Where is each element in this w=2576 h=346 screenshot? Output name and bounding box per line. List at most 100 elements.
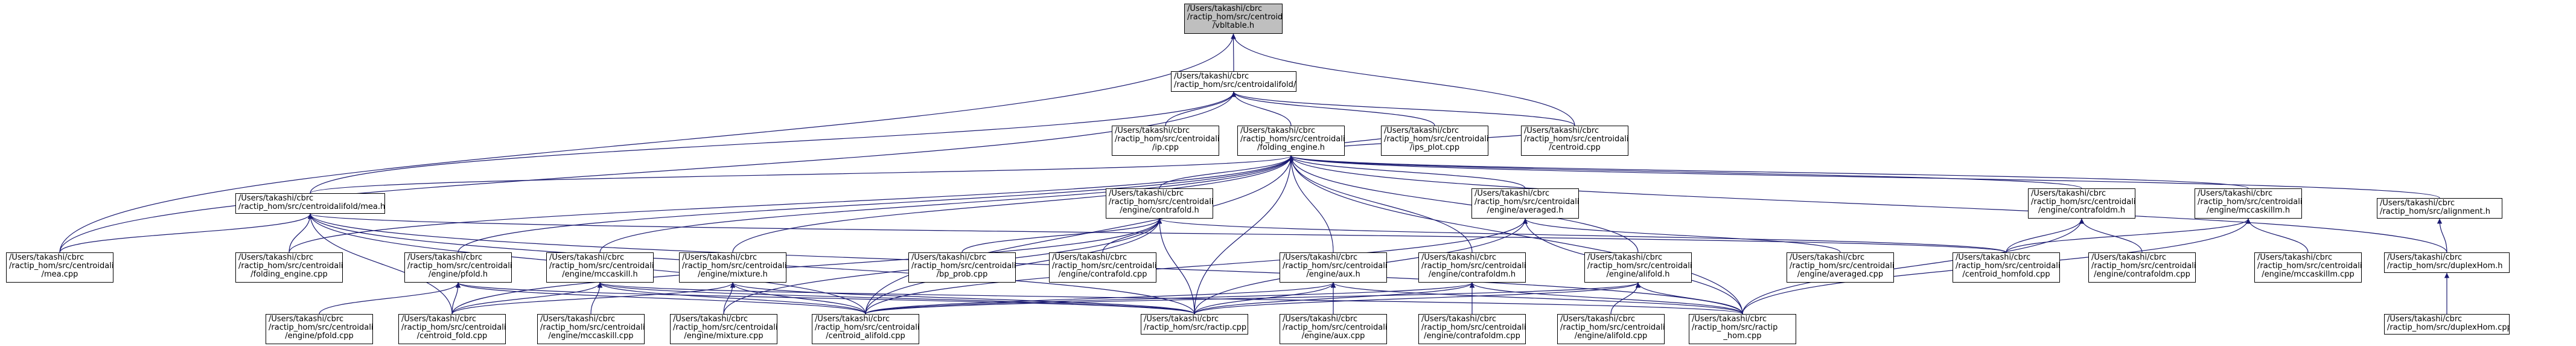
graph-node-cfmcpp2[interactable]: /Users/takashi/cbrc/ractip_hom/src/centr… [1418, 314, 1526, 344]
node-label-line: /Users/takashi/cbrc [1283, 315, 1358, 324]
graph-node-cfcpp[interactable]: /Users/takashi/cbrc/ractip_hom/src/centr… [1049, 252, 1156, 283]
graph-node-fecpp[interactable]: /Users/takashi/cbrc/ractip_hom/src/centr… [235, 252, 343, 283]
dependency-edge [59, 33, 1236, 253]
dependency-edge [451, 282, 461, 315]
graph-node-auxcpp[interactable]: /Users/takashi/cbrc/ractip_hom/src/centr… [1280, 314, 1387, 344]
dependency-edge [1231, 91, 1435, 126]
node-label-line: /ractip_hom/src/centroidalifold/ip.h [1174, 80, 1296, 89]
node-label-line: /engine/alifold.cpp [1574, 332, 1648, 341]
dependency-edge [1159, 155, 1294, 189]
dependency-edge [597, 282, 866, 315]
graph-node-ractip[interactable]: /Users/takashi/cbrc/ractip_hom/src/racti… [1141, 314, 1248, 335]
graph-node-aux[interactable]: /Users/takashi/cbrc/ractip_hom/src/centr… [1280, 252, 1387, 283]
node-label-line: /engine/averaged.h [1487, 206, 1564, 215]
graph-node-mixcpp[interactable]: /Users/takashi/cbrc/ractip_hom/src/centr… [670, 314, 777, 344]
dependency-edge [1165, 91, 1237, 126]
dependency-edge [1288, 155, 1743, 315]
dependency-edge [1469, 282, 1743, 315]
node-label-line: /ractip_hom/src/centroidalifold [1421, 261, 1526, 271]
node-label-line: /Users/takashi/cbrc [1283, 253, 1358, 262]
node-label-line: /Users/takashi/cbrc [2387, 253, 2463, 262]
node-label-line: /folding_engine.h [1257, 143, 1325, 152]
dependency-edge [2079, 218, 2143, 253]
graph-node-alignment[interactable]: /Users/takashi/cbrc/ractip_hom/src/align… [2377, 198, 2502, 219]
graph-node-duplexcpp[interactable]: /Users/takashi/cbrc/ractip_hom/src/duple… [2384, 314, 2510, 335]
node-label-line: /ractip_hom/src/centroidalifold [269, 323, 373, 332]
node-label-line: /engine/contrafoldm.h [1428, 270, 1516, 279]
graph-node-pfoldcpp[interactable]: /Users/takashi/cbrc/ractip_hom/src/centr… [266, 314, 373, 344]
node-label-line: /Users/takashi/cbrc [2257, 253, 2333, 262]
node-label-line: /ractip_hom/src/centroidalifold [2198, 197, 2302, 207]
node-label-line: /Users/takashi/cbrc [1187, 4, 1263, 13]
graph-node-meacpp[interactable]: /Users/takashi/cbrc/ractip_hom/src/centr… [6, 252, 113, 283]
dependency-edge [59, 213, 313, 253]
dependency-edge [1331, 282, 1743, 315]
dependency-edge [59, 91, 1237, 253]
graph-node-avgcpp[interactable]: /Users/takashi/cbrc/ractip_hom/src/centr… [1787, 252, 1894, 283]
graph-node-chomcpp[interactable]: /Users/takashi/cbrc/ractip_hom/src/centr… [1953, 252, 2060, 283]
graph-node-contrafoldm[interactable]: /Users/takashi/cbrc/ractip_hom/src/centr… [2028, 188, 2135, 219]
dependency-edge [1194, 155, 1294, 315]
graph-node-centroid[interactable]: /Users/takashi/cbrc/ractip_hom/src/centr… [1521, 126, 1628, 156]
graph-node-mccaskill[interactable]: /Users/takashi/cbrc/ractip_hom/src/centr… [546, 252, 654, 283]
dependency-edge [1635, 282, 1743, 315]
node-label-line: /ractip_hom/src/centroidalifold [1475, 197, 1579, 207]
graph-node-calicpp[interactable]: /Users/takashi/cbrc/ractip_hom/src/centr… [812, 314, 919, 344]
dependency-edge [1157, 218, 2007, 253]
graph-node-pfold[interactable]: /Users/takashi/cbrc/ractip_hom/src/centr… [404, 252, 512, 283]
dependency-edge [1288, 155, 1639, 253]
dependency-edge [865, 155, 1294, 315]
graph-node-ctfoldm[interactable]: /Users/takashi/cbrc/ractip_hom/src/centr… [1418, 252, 1526, 283]
graph-node-averaged[interactable]: /Users/takashi/cbrc/ractip_hom/src/centr… [1471, 188, 1579, 219]
graph-node-ips[interactable]: /Users/takashi/cbrc/ractip_hom/src/centr… [1381, 126, 1488, 156]
graph-node-mccaskillm[interactable]: /Users/takashi/cbrc/ractip_hom/src/centr… [2195, 188, 2302, 219]
graph-node-ractiphom[interactable]: /Users/takashi/cbrc/ractip_hom/src/racti… [1689, 314, 1796, 344]
node-label-line: /Users/takashi/cbrc [1109, 189, 1184, 198]
node-label-line: /centroid_alifold.cpp [826, 332, 905, 341]
node-label-line: /Users/takashi/cbrc [9, 253, 84, 262]
graph-node-cfoldcpp[interactable]: /Users/takashi/cbrc/ractip_hom/src/centr… [398, 314, 506, 344]
graph-node-fe[interactable]: /Users/takashi/cbrc/ractip_hom/src/centr… [1237, 126, 1345, 156]
graph-node-cfmcpp[interactable]: /Users/takashi/cbrc/ractip_hom/src/centr… [2088, 252, 2196, 283]
node-label-line: /engine/mixture.cpp [684, 332, 764, 341]
node-label-line: /ractip_hom/src/centroidalifold [1421, 323, 1526, 332]
graph-node-alifold[interactable]: /Users/takashi/cbrc/ractip_hom/src/centr… [1584, 252, 1692, 283]
node-label-line: /ractip_hom/src/centroidalifold [238, 261, 343, 271]
dependency-edge [310, 91, 1237, 194]
node-label-line: /engine/mixture.h [698, 270, 768, 279]
node-label-line: /Users/takashi/cbrc [1560, 315, 1636, 324]
dependency-edge [451, 282, 603, 315]
graph-node-contrafold[interactable]: /Users/takashi/cbrc/ractip_hom/src/centr… [1106, 188, 1213, 219]
graph-node-ipcpp[interactable]: /Users/takashi/cbrc/ractip_hom/src/centr… [1112, 126, 1219, 156]
graph-node-mixture[interactable]: /Users/takashi/cbrc/ractip_hom/src/centr… [679, 252, 786, 283]
dependency-edge [1194, 282, 1475, 315]
node-label-line: /ractip_hom/src/centroidalifold [1283, 261, 1387, 271]
dependency-edge [865, 282, 1475, 315]
node-label-line: /engine/pfold.cpp [285, 332, 354, 341]
dependency-edge [1156, 218, 1195, 315]
graph-node-ipb[interactable]: /Users/takashi/cbrc/ractip_hom/src/centr… [1171, 71, 1296, 92]
node-label-line: /ractip_hom/src/centroidalifold [2031, 197, 2135, 207]
node-label-line: /ractip_hom/src/duplexHom.cpp [2387, 323, 2510, 332]
node-label-line: /ractip_hom/src/centroidalifold [1956, 261, 2060, 271]
node-label-line: /ractip_hom/src/centroidalifold [1052, 261, 1156, 271]
node-label-line: /ractip_hom/src/centroidalifold [1187, 13, 1283, 22]
graph-node-bpprob[interactable]: /Users/takashi/cbrc/ractip_hom/src/centr… [908, 252, 1016, 283]
graph-node-mea[interactable]: /Users/takashi/cbrc/ractip_hom/src/centr… [235, 193, 385, 214]
node-label-line: /engine/contrafold.h [1120, 206, 1199, 215]
graph-node-mckcpp[interactable]: /Users/takashi/cbrc/ractip_hom/src/centr… [537, 314, 645, 344]
node-label-line: /ractip_hom/src/centroidalifold [1790, 261, 1894, 271]
graph-node-vbl[interactable]: /Users/takashi/cbrc/ractip_hom/src/centr… [1184, 4, 1283, 34]
node-label-line: /ractip_hom/src/centroidalifold [540, 323, 645, 332]
graph-node-alicpp[interactable]: /Users/takashi/cbrc/ractip_hom/src/centr… [1557, 314, 1665, 344]
graph-node-duplexh[interactable]: /Users/takashi/cbrc/ractip_hom/src/duple… [2384, 252, 2510, 273]
graph-node-mcmcpp[interactable]: /Users/takashi/cbrc/ractip_hom/src/centr… [2254, 252, 2362, 283]
node-label-line: /engine/contrafoldm.h [2038, 206, 2126, 215]
dependency-edge [1288, 155, 1334, 253]
node-label-line: /vbltable.h [1212, 21, 1255, 30]
node-label-line: /engine/contrafoldm.cpp [1424, 332, 1520, 341]
dependency-edge [865, 282, 1640, 315]
node-label-line: /mea.cpp [41, 270, 78, 279]
